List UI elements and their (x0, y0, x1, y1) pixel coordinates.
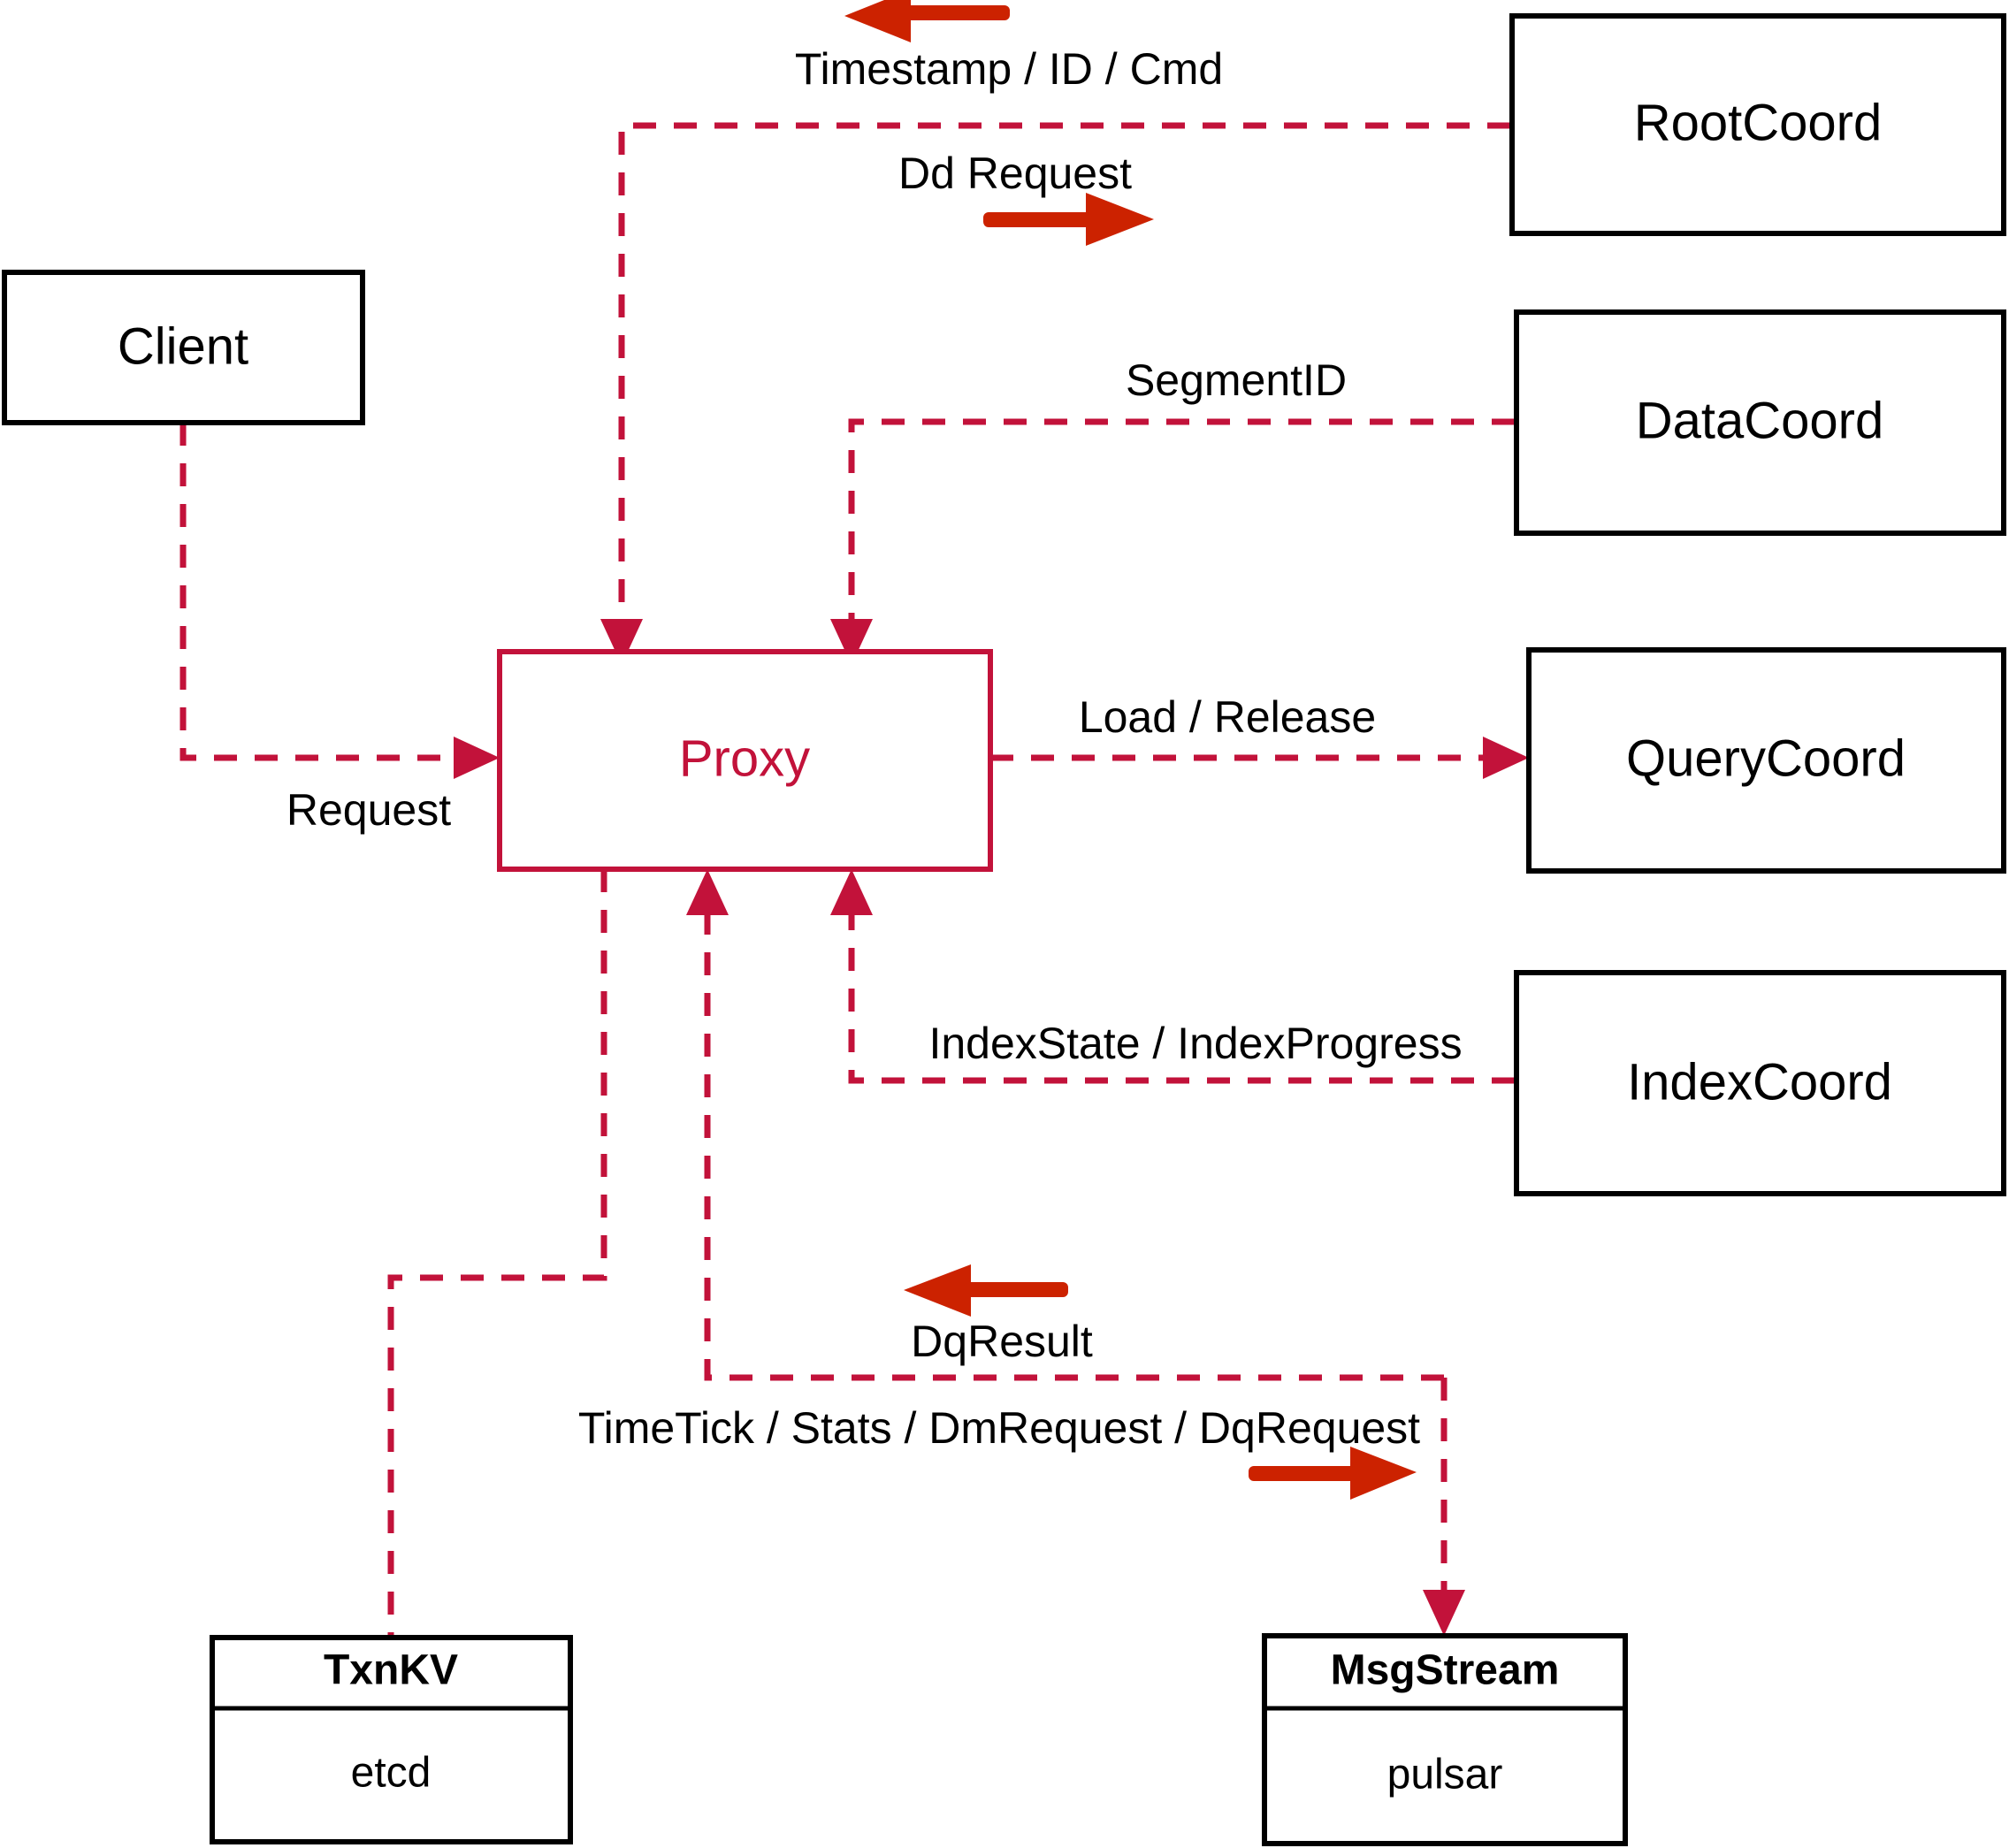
node-index-coord[interactable]: IndexCoord (1514, 970, 2006, 1196)
edge-label-load-release: Load / Release (1079, 692, 1376, 742)
dq-result-direction-arrow-icon (904, 1264, 1068, 1317)
edge-request-arrowhead (454, 737, 500, 779)
node-txnkv-impl-label: etcd (351, 1750, 432, 1797)
edge-dq-result-arrowhead (686, 869, 729, 915)
node-client-label: Client (118, 317, 248, 375)
edge-label-timestamp-id-cmd: Timestamp / ID / Cmd (795, 44, 1223, 94)
node-query-coord-label: QueryCoord (1626, 729, 1906, 787)
edge-index-state-progress (830, 869, 1515, 1084)
node-index-coord-label: IndexCoord (1627, 1053, 1892, 1111)
edge-request (180, 423, 500, 779)
dd-request-direction-arrow-icon (983, 193, 1154, 246)
node-msgstream-impl-label: pulsar (1387, 1752, 1503, 1798)
node-client[interactable]: Client (2, 270, 365, 425)
node-query-coord[interactable]: QueryCoord (1526, 647, 2006, 874)
edge-segment-id-arrowhead (830, 619, 873, 665)
node-root-coord[interactable]: RootCoord (1509, 13, 2006, 236)
node-data-coord-label: DataCoord (1636, 392, 1883, 449)
node-msgstream[interactable]: MsgStream pulsar (1262, 1633, 1628, 1846)
node-txnkv-label: TxnKV (324, 1647, 458, 1694)
edge-timestamp-id-cmd (600, 122, 1510, 665)
edge-segment-id (830, 418, 1515, 665)
edge-label-dq-result: DqResult (911, 1317, 1093, 1366)
edge-proxy-txnkv-path (387, 869, 607, 1638)
edge-load-release-arrowhead (1483, 737, 1529, 779)
timestamp-direction-arrow-icon (844, 0, 1010, 42)
edge-index-state-progress-path (848, 895, 1515, 1084)
edge-segment-id-path (848, 418, 1515, 639)
node-txnkv[interactable]: TxnKV etcd (210, 1635, 573, 1844)
edge-dq-result (686, 869, 1444, 1381)
edge-load-release (990, 737, 1529, 779)
edge-timestamp-id-cmd-path (618, 122, 1510, 639)
edge-dq-result-path (704, 895, 1444, 1381)
edge-timetick-stats-dm-dq (1423, 1378, 1465, 1636)
edge-label-dd-request: Dd Request (898, 149, 1132, 198)
edge-label-index-state-progress: IndexState / IndexProgress (928, 1019, 1462, 1068)
node-proxy-label: Proxy (679, 729, 810, 787)
edge-label-request: Request (286, 785, 451, 835)
node-msgstream-label: MsgStream (1331, 1647, 1560, 1694)
timetick-direction-arrow-icon (1249, 1447, 1417, 1500)
node-data-coord[interactable]: DataCoord (1514, 309, 2006, 536)
edge-proxy-txnkv (387, 869, 607, 1638)
edge-timestamp-id-cmd-arrowhead (600, 619, 643, 665)
edge-request-path (180, 423, 474, 761)
edge-label-timetick-stats-dm-dq: TimeTick / Stats / DmRequest / DqRequest (578, 1403, 1420, 1453)
node-proxy[interactable]: Proxy (497, 649, 993, 872)
edge-index-state-progress-arrowhead (830, 869, 873, 915)
node-root-coord-label: RootCoord (1634, 94, 1882, 151)
edge-timetick-stats-dm-dq-arrowhead (1423, 1590, 1465, 1636)
edge-label-segment-id: SegmentID (1126, 355, 1347, 405)
